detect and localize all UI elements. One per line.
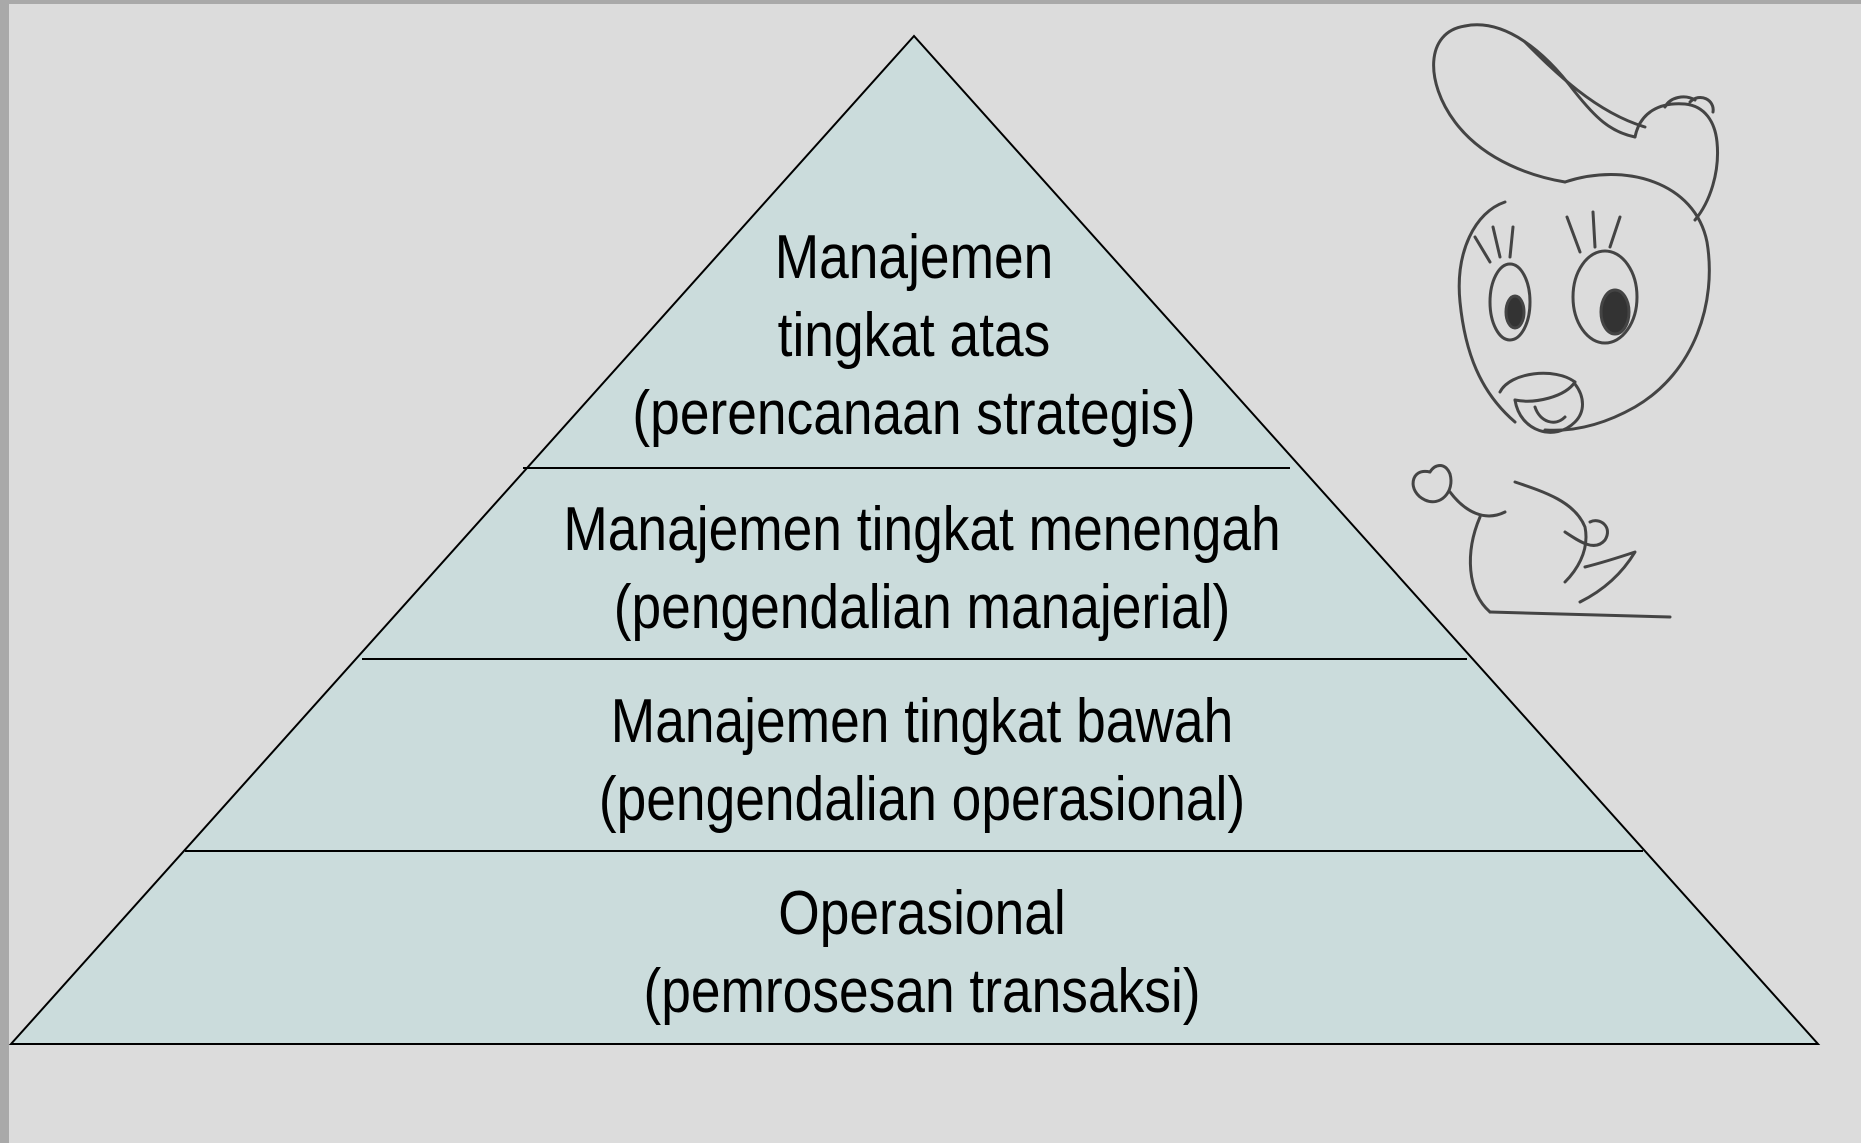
tier-lower-label: Manajemen tingkat bawah (pengendalian op…	[492, 683, 1352, 839]
tier-top-line-2: tingkat atas	[777, 301, 1051, 370]
cartoon-bird-with-cap-icon	[1411, 23, 1720, 619]
tier-base-line-2: (pemrosesan transaksi)	[643, 957, 1201, 1026]
tier-top-line-1: Manajemen	[774, 223, 1054, 292]
tier-base-label: Operasional (pemrosesan transaksi)	[492, 875, 1352, 1031]
pyramid-body	[8, 34, 1821, 1045]
tier-lower-line-1: Manajemen tingkat bawah	[610, 687, 1234, 756]
tier-middle-label: Manajemen tingkat menengah (pengendalian…	[492, 491, 1352, 647]
tier-top-label: Manajemen tingkat atas (perencanaan stra…	[484, 219, 1344, 453]
tier-middle-line-1: Manajemen tingkat menengah	[563, 495, 1281, 564]
tier-base-line-1: Operasional	[778, 879, 1066, 948]
tier-middle-line-2: (pengendalian manajerial)	[613, 573, 1231, 642]
tier-lower-line-2: (pengendalian operasional)	[598, 765, 1246, 834]
tier-top-line-3: (perencanaan strategis)	[632, 379, 1196, 448]
